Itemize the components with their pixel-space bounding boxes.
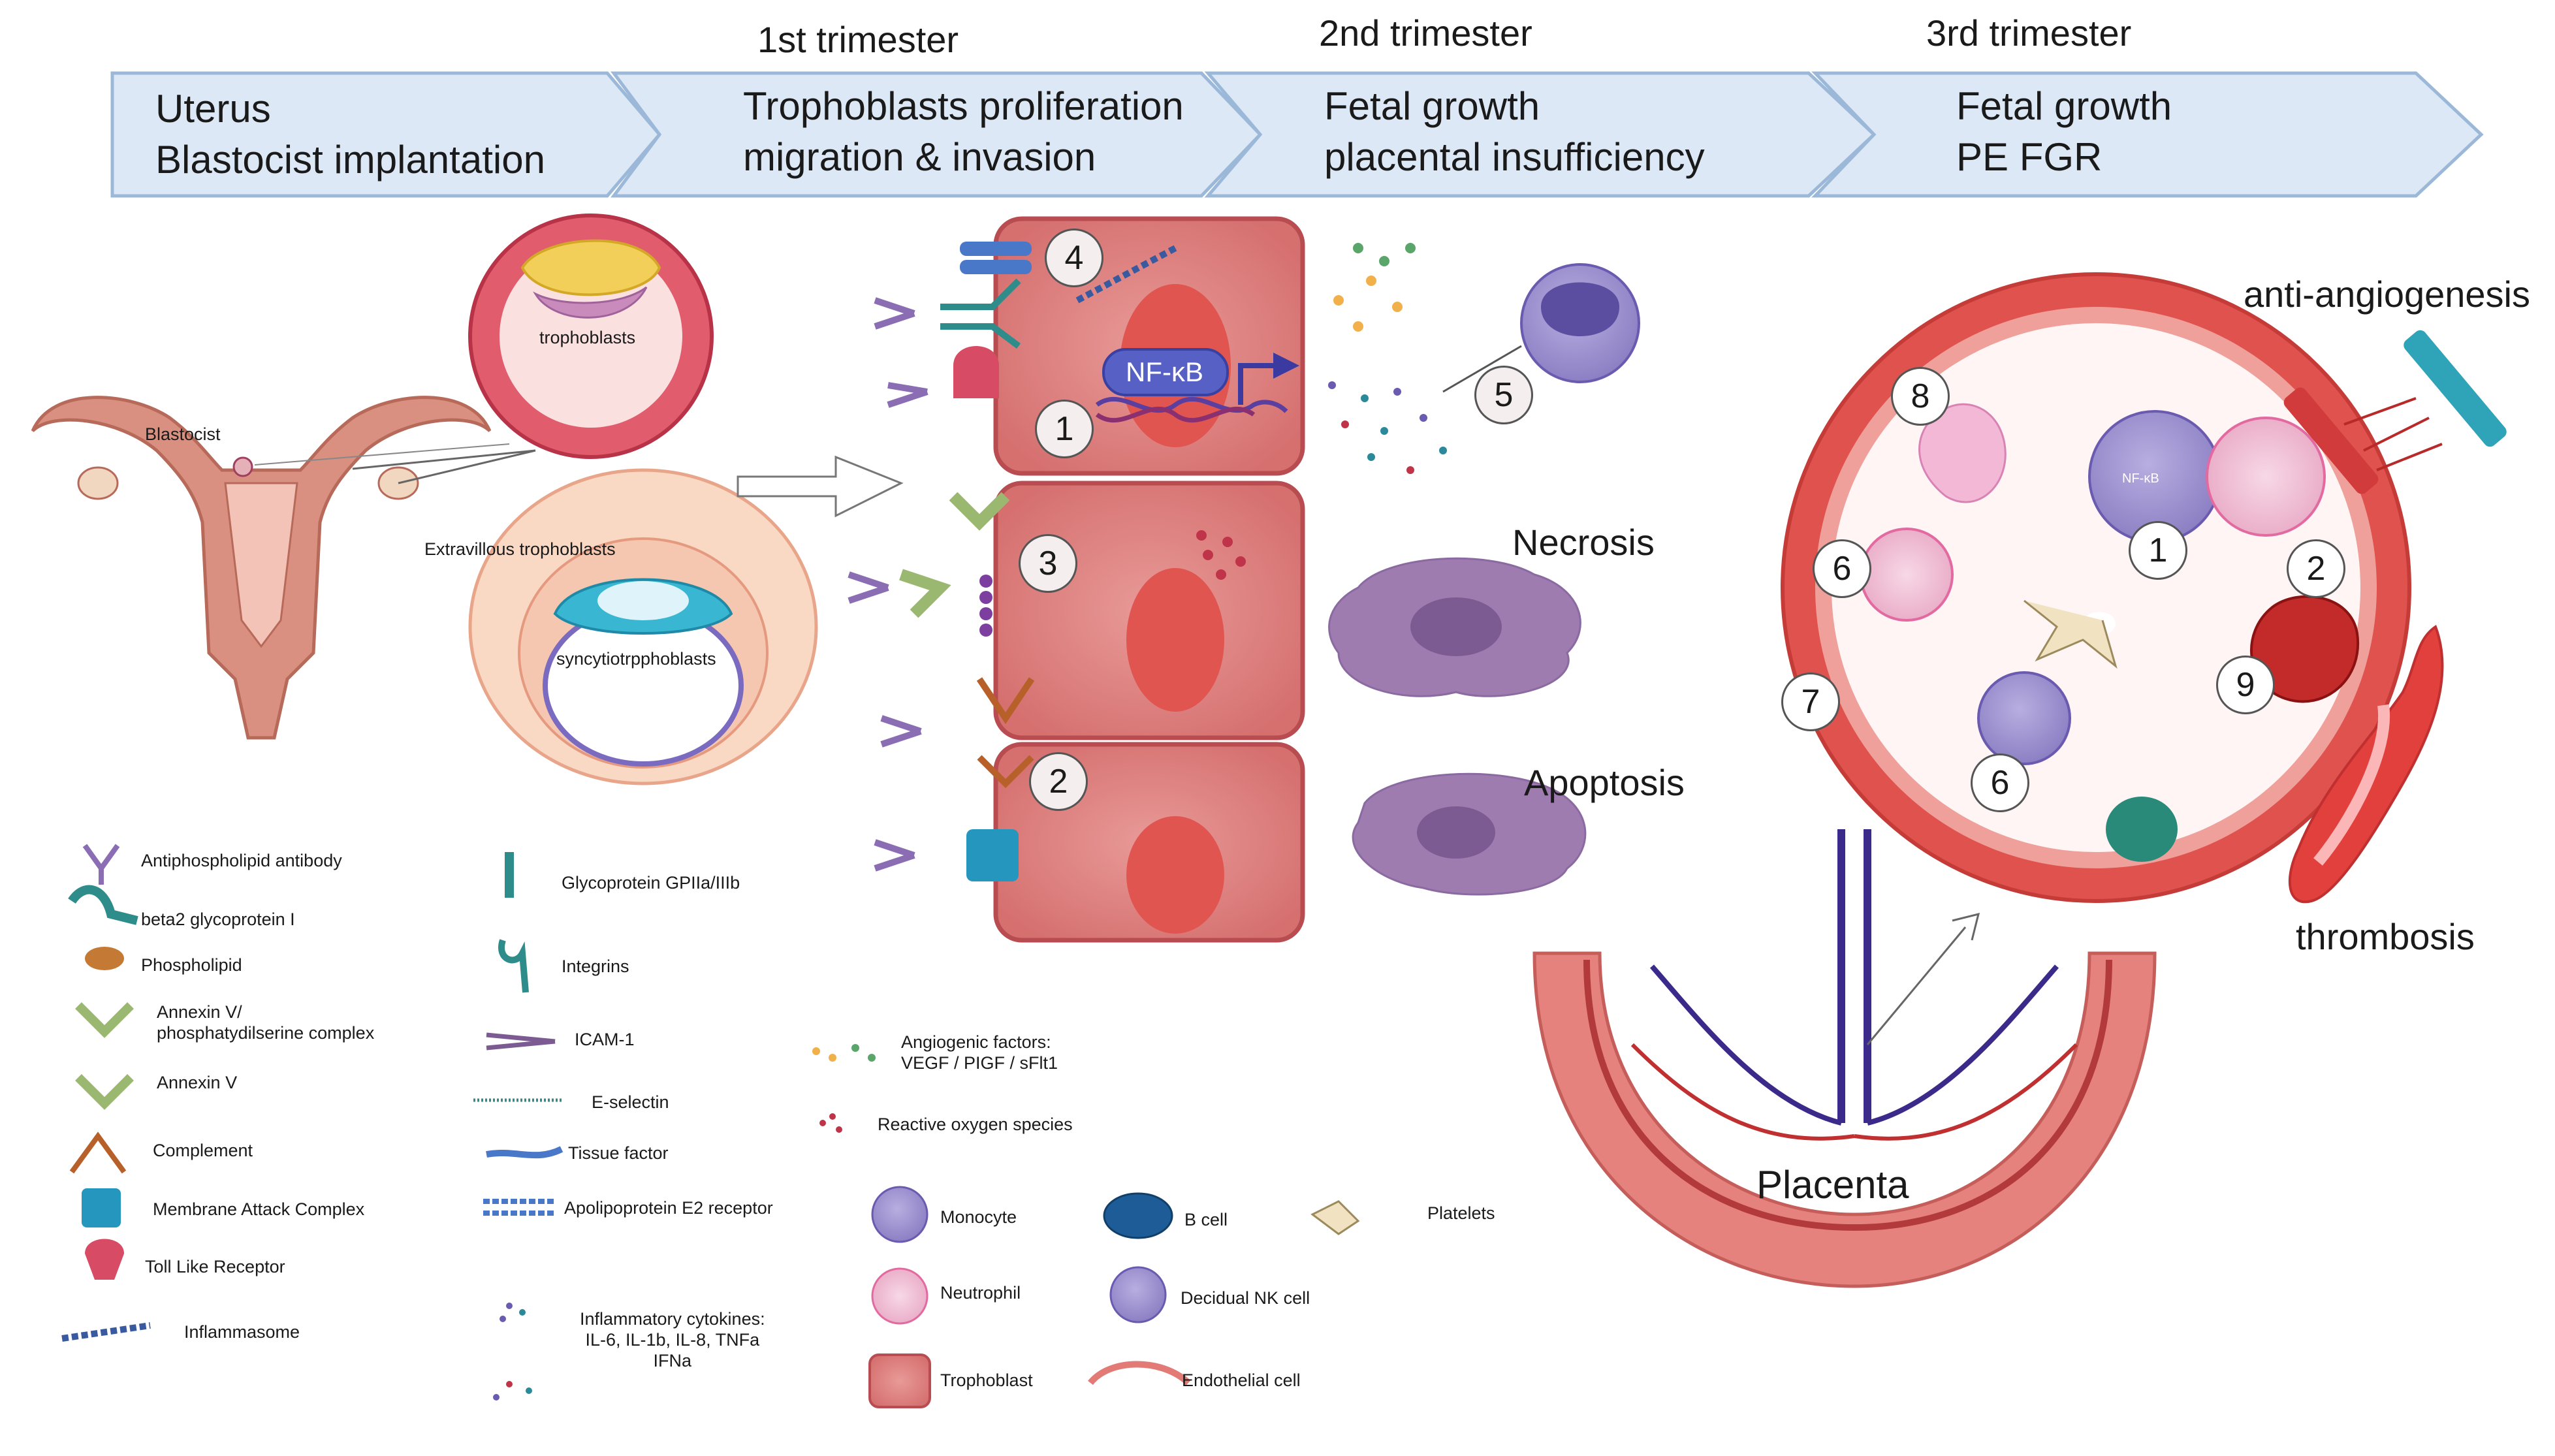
vessel-number-2: 2 xyxy=(2287,539,2345,598)
legend-endothelial: Endothelial cell xyxy=(1182,1370,1301,1390)
placenta-illustration xyxy=(1532,829,2157,1288)
nfkb-small-label: NF-κB xyxy=(2122,471,2159,486)
legend-inflammasome: Inflammasome xyxy=(184,1322,300,1342)
legend-beta2: beta2 glycoprotein I xyxy=(141,910,295,929)
step-number-4: 4 xyxy=(1045,229,1103,287)
stage-arrow-1 xyxy=(110,71,662,198)
legend-phospholipid: Phospholipid xyxy=(141,955,242,975)
cytokines-cloud xyxy=(1328,243,1640,474)
stage-text-line1: Trophoblasts proliferation xyxy=(743,84,1184,128)
stage-text-line2: Blastocist implantation xyxy=(155,138,545,182)
legend-complement: Complement xyxy=(153,1141,253,1160)
legend-annexin: Annexin V xyxy=(157,1073,238,1092)
legend-annexin-complex: Annexin V/ phosphatydilserine complex xyxy=(157,1002,375,1043)
vessel-number-8: 8 xyxy=(1891,367,1950,426)
vessel-cross-section xyxy=(1781,272,2411,903)
necrosis-label: Necrosis xyxy=(1512,522,1655,563)
blastocist-label: Blastocist xyxy=(145,424,221,444)
legend-gp: Glycoprotein GPIIa/IIIb xyxy=(562,873,740,893)
stage-arrow-4 xyxy=(1811,71,2484,198)
placenta-label: Placenta xyxy=(1756,1163,1909,1207)
stage-text-1st: Trophoblasts proliferation migration & i… xyxy=(743,81,1184,183)
legend-mac: Membrane Attack Complex xyxy=(153,1199,365,1219)
legend-trophoblast: Trophoblast xyxy=(940,1370,1033,1390)
legend-dnk: Decidual NK cell xyxy=(1181,1288,1310,1308)
stage-text-3rd: Fetal growth PE FGR xyxy=(1956,81,2172,183)
syncytio-label: syncytiotrpphoblasts xyxy=(556,649,716,669)
stage-text-line1: Fetal growth xyxy=(1324,84,1540,128)
legend-bcell: B cell xyxy=(1184,1210,1228,1229)
legend-platelets: Platelets xyxy=(1427,1203,1495,1223)
legend-ros: Reactive oxygen species xyxy=(878,1115,1073,1134)
stage-header-1: 1st trimester xyxy=(757,19,959,60)
legend-icons xyxy=(61,844,1360,1408)
uterus-illustration xyxy=(31,396,536,740)
apoptosis-label: Apoptosis xyxy=(1524,762,1685,803)
legend-cytokines: Inflammatory cytokines: IL-6, IL-1b, IL-… xyxy=(580,1309,765,1370)
anti-angiogenesis-label: anti-angiogenesis xyxy=(2244,274,2530,315)
extravillous-illustration xyxy=(468,468,818,785)
stage-text-2nd: Fetal growth placental insufficiency xyxy=(1324,81,1705,183)
necrosis-apoptosis xyxy=(1328,557,1587,896)
stage-text-line2: PE FGR xyxy=(1956,135,2103,179)
stage-header-3: 3rd trimester xyxy=(1926,12,2132,54)
stage-text-line1: Fetal growth xyxy=(1956,84,2172,128)
legend-tissue-factor: Tissue factor xyxy=(568,1143,669,1163)
stage-text-line2: placental insufficiency xyxy=(1324,135,1705,179)
stage-arrow-3 xyxy=(1204,71,1877,198)
vessel-number-6a: 6 xyxy=(1813,539,1871,598)
step-number-5: 5 xyxy=(1474,366,1533,424)
legend-neutrophil: Neutrophil xyxy=(940,1283,1021,1303)
vessel-number-6b: 6 xyxy=(1971,753,2029,812)
membrane-receptors xyxy=(848,242,1177,881)
stage-text-line2: migration & invasion xyxy=(743,135,1096,179)
thrombosis-illustration xyxy=(2288,624,2444,904)
thrombosis-label: thrombosis xyxy=(2296,916,2475,957)
trophoblasts-label: trophoblasts xyxy=(539,328,636,347)
legend-tlr: Toll Like Receptor xyxy=(145,1257,285,1276)
vessel-number-9: 9 xyxy=(2216,656,2275,714)
step-number-2: 2 xyxy=(1029,752,1088,811)
step-number-1: 1 xyxy=(1035,400,1094,458)
stage-header-2: 2nd trimester xyxy=(1319,12,1532,54)
vessel-number-7: 7 xyxy=(1781,673,1840,731)
blastocyst-illustration xyxy=(468,214,714,459)
vessel-number-1: 1 xyxy=(2129,521,2187,580)
legend-antiphospholipid: Antiphospholipid antibody xyxy=(141,851,342,870)
legend-monocyte: Monocyte xyxy=(940,1207,1017,1227)
step-number-3: 3 xyxy=(1019,534,1077,593)
stage-text-uterus: Uterus Blastocist implantation xyxy=(155,84,545,185)
extravillous-label: Extravillous trophoblasts xyxy=(424,539,616,559)
stage-arrows xyxy=(110,71,2484,198)
anti-angiogenesis-illustration xyxy=(2283,330,2507,494)
legend-angiogenic: Angiogenic factors: VEGF / PIGF / sFlt1 xyxy=(901,1032,1058,1073)
nfkb-label: NF-κB xyxy=(1126,356,1203,387)
legend-apoe2: Apolipoprotein E2 receptor xyxy=(564,1198,773,1218)
hollow-arrow-1 xyxy=(737,455,904,518)
stage-arrow-2 xyxy=(611,71,1263,198)
stage-text-line1: Uterus xyxy=(155,87,271,131)
legend-integrins: Integrins xyxy=(562,957,629,976)
legend-icam: ICAM-1 xyxy=(575,1030,635,1049)
legend-eselectin: E-selectin xyxy=(592,1092,669,1112)
